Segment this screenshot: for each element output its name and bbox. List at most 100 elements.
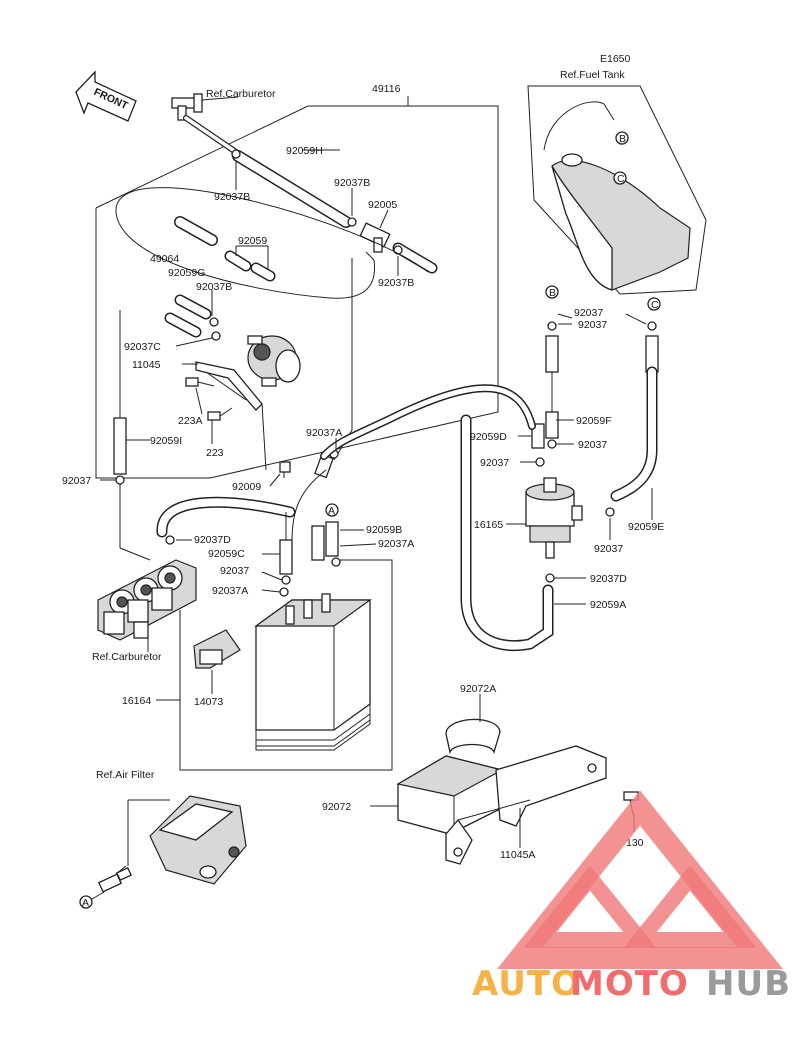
- clamp-92037B-3: [393, 245, 403, 255]
- label-92037-r4: 92037: [480, 457, 509, 469]
- label-49064: 49064: [150, 253, 179, 265]
- label-92059D: 92059D: [470, 431, 507, 443]
- marker-c-hose-label: C: [651, 299, 659, 311]
- watermark-logo-triangle: [497, 790, 783, 969]
- marker-b-tank-label: B: [619, 133, 626, 145]
- label-223: 223: [206, 447, 224, 459]
- label-92037-r2: 92037: [578, 319, 607, 331]
- fuel-tank-frame: [527, 85, 707, 295]
- label-92059C: 92059C: [208, 548, 245, 560]
- front-arrow: FRONT: [75, 70, 137, 122]
- watermark-auto: AUTO: [472, 964, 581, 1004]
- hose-92059B: [311, 521, 339, 561]
- label-92059F: 92059F: [576, 415, 612, 427]
- hose-92059F: [545, 411, 559, 439]
- label-92072: 92072: [322, 801, 351, 813]
- label-92059I: 92059I: [150, 435, 182, 447]
- leader-lines: [100, 149, 653, 875]
- label-92059A: 92059A: [590, 599, 626, 611]
- diagram-code: E1650: [600, 53, 631, 65]
- clamp-92037-left: [115, 475, 125, 485]
- clamp-92037-r3: [547, 439, 557, 449]
- ref-carburetor-bottom: Ref.Carburetor: [92, 651, 162, 663]
- clamp-92037C: [211, 331, 221, 341]
- vacuum-valve: [247, 335, 301, 387]
- carburetor-bank: [97, 559, 197, 641]
- label-92037C: 92037C: [124, 341, 161, 353]
- label-92037-r5: 92037: [594, 543, 623, 555]
- label-92037B-4: 92037B: [196, 281, 232, 293]
- fuel-tank: [551, 153, 691, 291]
- marker-a-canister-label: A: [328, 505, 335, 517]
- joint-92005: [359, 222, 391, 253]
- watermark: AUTO MOTO HUB: [472, 790, 791, 1004]
- label-92037A-1: 92037A: [306, 427, 342, 439]
- label-11045A: 11045A: [500, 849, 535, 861]
- label-49116: 49116: [372, 83, 401, 95]
- assembly-frame: [95, 96, 499, 479]
- ref-fuel-tank: Ref.Fuel Tank: [560, 69, 625, 81]
- hose-49064: [174, 216, 218, 246]
- label-92037D-right: 92037D: [590, 573, 627, 585]
- label-16164: 16164: [122, 695, 151, 707]
- valve-16165: [525, 477, 583, 559]
- canister-box-frame: [179, 559, 393, 771]
- label-92059H: 92059H: [286, 145, 323, 157]
- label-92037A-2: 92037A: [212, 585, 248, 597]
- clamp-92037B-4: [209, 317, 219, 327]
- clamp-92037A-2: [279, 587, 289, 597]
- clamp-92037D-right: [545, 573, 555, 583]
- label-92059E: 92059E: [628, 521, 664, 533]
- label-130: 130: [626, 837, 644, 849]
- label-92072A: 92072A: [460, 683, 496, 695]
- label-92037-left: 92037: [62, 475, 91, 487]
- label-92005: 92005: [368, 199, 397, 211]
- hose-92059I: [113, 310, 127, 475]
- label-92059: 92059: [238, 235, 267, 247]
- marker-a-canister: [325, 503, 339, 517]
- marker-b-hose-label: B: [549, 287, 556, 299]
- bolt-223A: [185, 377, 215, 387]
- bracket-11045: [195, 361, 263, 411]
- marker-b-tank: [615, 131, 629, 145]
- watermark-moto: MOTO: [570, 964, 689, 1004]
- clamp-92037-r5: [605, 507, 615, 517]
- clamp-92037B-2: [347, 217, 357, 227]
- label-16165: 16165: [474, 519, 503, 531]
- marker-a-filter: [79, 895, 93, 909]
- clamp-92037-mid: [281, 575, 291, 585]
- label-92037-r1: 92037: [574, 307, 603, 319]
- label-92009: 92009: [232, 481, 261, 493]
- carburetor-fitting-top: [171, 93, 239, 121]
- label-92037D-left: 92037D: [194, 534, 231, 546]
- ref-air-filter: Ref.Air Filter: [96, 769, 155, 781]
- clamp-92037D-left: [165, 535, 175, 545]
- label-11045: 11045: [132, 359, 161, 371]
- label-92037A-3: 92037A: [378, 538, 414, 550]
- label-92037-mid: 92037: [220, 565, 249, 577]
- label-92037B-3: 92037B: [378, 277, 414, 289]
- clamp-92037A-3: [331, 557, 341, 567]
- bolt-223: [207, 407, 233, 421]
- band-92072A: [445, 718, 501, 755]
- air-filter: [149, 795, 247, 885]
- filter-fitting: [97, 866, 132, 893]
- marker-c-tank-label: C: [617, 173, 625, 185]
- bracket-11045A: [445, 745, 607, 865]
- watermark-hub: HUB: [706, 964, 791, 1004]
- clamp-92037-r1: [547, 321, 557, 331]
- marker-a-filter-label: A: [82, 897, 89, 909]
- label-92037-r3: 92037: [578, 439, 607, 451]
- clamp-92037B-1: [231, 149, 241, 159]
- hose-92059C: [279, 512, 293, 575]
- canister-16164: [254, 593, 372, 751]
- marker-c-tank: [613, 171, 627, 185]
- label-92037B-2: 92037B: [334, 177, 370, 189]
- bolt-92009: [279, 461, 291, 478]
- hose-92059: [224, 250, 276, 282]
- label-92059G: 92059G: [168, 267, 205, 279]
- cover-14073: [193, 629, 241, 669]
- hose-92059H: [232, 150, 352, 228]
